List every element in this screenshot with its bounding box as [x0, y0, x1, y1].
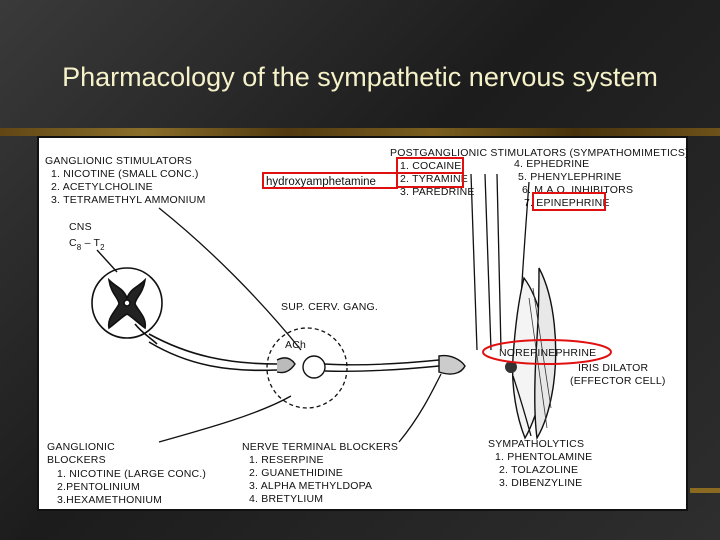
postganglionic-item: 1. COCAINE — [400, 160, 462, 172]
ganglionic-blockers-group: GANGLIONIC BLOCKERS 1. NICOTINE (LARGE C… — [47, 441, 206, 506]
cns-text: CNS — [69, 221, 92, 233]
sympathetic-diagram: GANGLIONIC STIMULATORS 1. NICOTINE (SMAL… — [45, 147, 686, 506]
highlight-boxes — [262, 157, 612, 365]
ach-label: ACh — [285, 339, 306, 351]
sympatholytic-item: 2. TOLAZOLINE — [499, 464, 578, 476]
postganglionic-item: 7. EPINEPHRINE — [524, 197, 610, 209]
postganglionic-item: 6. M.A.O. INHIBITORS — [522, 184, 633, 196]
ganglionic-stimulators-heading: GANGLIONIC STIMULATORS — [45, 155, 192, 167]
hydroxyamphetamine-annotation: hydroxyamphetamine — [266, 176, 376, 188]
postganglionic-right-list: 4. EPHEDRINE 5. PHENYLEPHRINE 6. M.A.O. … — [514, 158, 633, 209]
nerve-terminal-blockers-heading: NERVE TERMINAL BLOCKERS — [242, 441, 398, 453]
nerve-terminal-blocker-item: 4. BRETYLIUM — [249, 493, 323, 505]
cns-label: CNS C8 – T2 — [69, 221, 105, 252]
cns-arrow — [96, 249, 118, 273]
ganglionic-stimulator-item: 3. TETRAMETHYL AMMONIUM — [51, 194, 206, 206]
blocker-pointer-line — [158, 395, 292, 443]
iris-label: IRIS DILATOR — [578, 362, 648, 374]
stimulator-pointer-line — [158, 207, 302, 351]
nerve-terminal-blocker-item: 2. GUANETHIDINE — [249, 467, 343, 479]
sympatholytics-heading: SYMPATHOLYTICS — [488, 438, 584, 450]
diagram-panel: GANGLIONIC STIMULATORS 1. NICOTINE (SMAL… — [37, 136, 688, 511]
ganglionic-blockers-heading: BLOCKERS — [47, 454, 106, 466]
spinal-cord — [91, 267, 163, 345]
sup-cerv-gang-label: SUP. CERV. GANG. — [281, 301, 378, 313]
highlight-norepinephrine-ellipse — [482, 339, 612, 365]
nerve-terminal-blocker-item: 1. RESERPINE — [249, 454, 324, 466]
postganglionic-heading: POSTGANGLIONIC STIMULATORS (SYMPATHOMIME… — [390, 147, 686, 159]
ganglion-boundary — [266, 327, 348, 409]
norepinephrine-label: NOREPINEPHRINE — [499, 347, 596, 359]
sympatholytic-item: 1. PHENTOLAMINE — [495, 451, 592, 463]
title-divider — [0, 128, 720, 136]
effector-receptor — [505, 361, 517, 373]
nerve-terminal-blockers-group: NERVE TERMINAL BLOCKERS 1. RESERPINE 2. … — [242, 441, 398, 505]
ganglionic-stimulators-group: GANGLIONIC STIMULATORS 1. NICOTINE (SMAL… — [45, 155, 206, 206]
preganglionic-fiber — [148, 333, 278, 372]
nerve-terminal — [438, 354, 466, 375]
ganglion-synapse — [276, 355, 440, 379]
cns-segment-dash: – T — [81, 237, 100, 249]
ganglionic-blockers-heading: GANGLIONIC — [47, 441, 115, 453]
postganglionic-item: 4. EPHEDRINE — [514, 158, 589, 170]
postganglionic-item: 5. PHENYLEPHRINE — [518, 171, 622, 183]
terminal-blocker-pointer-line — [398, 373, 442, 443]
postganglionic-left-list: 1. COCAINE 2. TYRAMINE 3. PAREDRINE — [400, 160, 475, 198]
cns-segment-sub2: 2 — [100, 243, 105, 252]
cns-segment-sub1: 8 — [77, 243, 82, 252]
slide-title: Pharmacology of the sympathetic nervous … — [62, 62, 658, 92]
sympatholytic-pointer-line — [512, 375, 532, 437]
iris-label: (EFFECTOR CELL) — [570, 375, 666, 387]
cns-segment-c: C — [69, 237, 77, 249]
postganglionic-item: 2. TYRAMINE — [400, 173, 468, 185]
ganglionic-stimulator-item: 1. NICOTINE (SMALL CONC.) — [51, 168, 199, 180]
highlight-epinephrine-box — [532, 192, 606, 211]
nerve-terminal-blocker-item: 3. ALPHA METHYLDOPA — [249, 480, 372, 492]
highlight-tyramine-box — [396, 172, 464, 188]
sympatholytic-item: 3. DIBENZYLINE — [499, 477, 582, 489]
cns-segment: C8 – T2 — [69, 237, 105, 252]
iris-dilator-cells — [511, 267, 557, 441]
ganglionic-blocker-item: 2.PENTOLINIUM — [57, 481, 140, 493]
sympatholytics-group: SYMPATHOLYTICS 1. PHENTOLAMINE 2. TOLAZO… — [488, 438, 592, 489]
postganglionic-item: 3. PAREDRINE — [400, 186, 475, 198]
ganglionic-stimulator-item: 2. ACETYLCHOLINE — [51, 181, 153, 193]
ganglionic-blocker-item: 1. NICOTINE (LARGE CONC.) — [57, 468, 206, 480]
decorative-bar — [690, 488, 720, 493]
ganglionic-blocker-item: 3.HEXAMETHONIUM — [57, 494, 162, 506]
